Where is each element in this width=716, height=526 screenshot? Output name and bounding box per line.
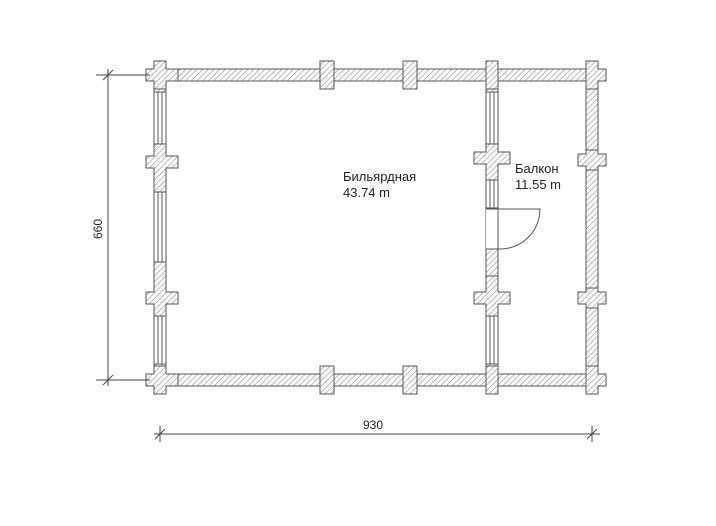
log-joints — [145, 60, 607, 395]
window-left-middle — [153, 191, 167, 263]
room-label-balcony: Балкон 11.55 m — [515, 161, 561, 193]
window-left-upper — [153, 91, 167, 145]
wall-top — [153, 68, 601, 82]
joint-top-1 — [319, 60, 335, 90]
windows — [153, 91, 499, 365]
dimension-width-label: 930 — [363, 418, 384, 432]
room-label-billiard: Бильярдная 43.74 m — [343, 169, 416, 201]
joint-bottom-1 — [319, 365, 335, 395]
walls — [153, 68, 601, 387]
joint-top-partition — [485, 60, 499, 90]
dimension-lines — [96, 69, 600, 442]
room-area-balcony: 11.55 m — [515, 177, 562, 192]
window-partition-upper — [485, 91, 499, 145]
joint-top-left — [145, 60, 179, 90]
joint-bottom-partition — [485, 365, 499, 395]
wall-bottom — [153, 373, 601, 387]
wall-right — [585, 68, 599, 387]
room-area-billiard: 43.74 m — [343, 185, 390, 200]
door-swing-arc — [497, 208, 541, 250]
window-left-lower — [153, 315, 167, 365]
joint-bottom-right — [585, 365, 607, 395]
door — [486, 208, 541, 250]
joint-top-right — [585, 60, 607, 90]
room-name-balcony: Балкон — [515, 161, 559, 176]
door-opening — [486, 209, 498, 249]
joint-left-upper — [145, 143, 179, 193]
joint-bottom-left — [145, 365, 179, 395]
joint-partition-lower — [473, 275, 511, 317]
window-partition-lower — [485, 315, 499, 365]
joint-partition-upper — [473, 143, 511, 181]
room-name-billiard: Бильярдная — [343, 169, 417, 184]
joint-left-lower — [145, 261, 179, 317]
dimension-height-label: 660 — [91, 218, 106, 240]
joint-right-upper — [577, 149, 607, 171]
joint-top-2 — [402, 60, 418, 90]
window-partition-middle — [485, 179, 499, 209]
joint-bottom-2 — [402, 365, 418, 395]
joint-right-lower — [577, 287, 607, 309]
